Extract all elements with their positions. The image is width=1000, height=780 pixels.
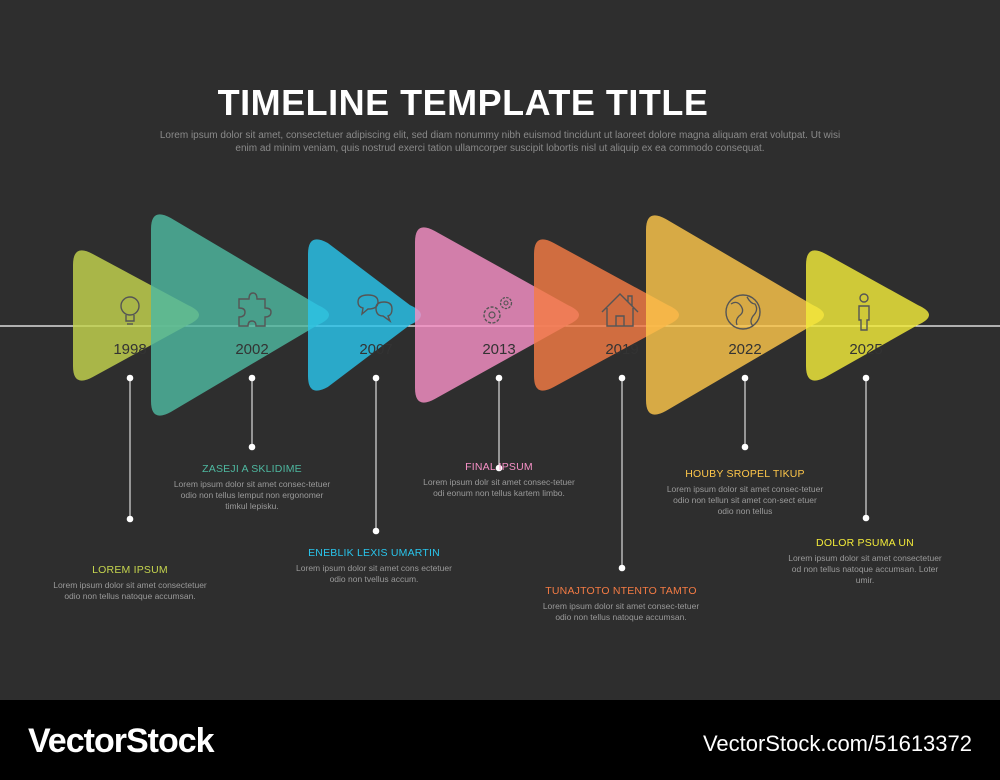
- connector-dot: [741, 374, 749, 382]
- timeline-arrow-2013: [415, 227, 579, 403]
- event-text-block: TUNAJTOTO NTENTO TAMTO Lorem ipsum dolor …: [541, 585, 701, 623]
- stock-id: VectorStock.com/51613372: [702, 731, 972, 756]
- event-description: Lorem ipsum dolor sit amet cons ectetuer…: [296, 563, 452, 584]
- event-text-block: LOREM IPSUM Lorem ipsum dolor sit amet co…: [50, 564, 210, 602]
- connector-dot: [495, 464, 503, 472]
- event-description: Lorem ipsum dolor sit amet consec-tetuer…: [173, 479, 331, 511]
- year-label: 2007: [359, 341, 392, 358]
- timeline-arrow-1998: [73, 250, 199, 381]
- event-text-block: HOUBY SROPEL TIKUP Lorem ipsum dolor sit …: [665, 468, 825, 517]
- connector-dot: [248, 374, 256, 382]
- timeline-arrow-2002: [151, 214, 329, 416]
- watermark-footer: VectorStock VectorStock.com/51613372: [0, 700, 1000, 780]
- event-text-block: DOLOR PSUMA UN Lorem ipsum dolor sit amet…: [785, 537, 945, 586]
- puzzle-icon: [238, 292, 272, 327]
- event-title: ZASEJI A SKLIDIME: [202, 463, 302, 475]
- event-description: Lorem ipsum dolr sit amet consec-tetuer …: [423, 477, 575, 498]
- page-title: TIMELINE TEMPLATE TITLE: [217, 82, 709, 123]
- event-title: DOLOR PSUMA UN: [816, 537, 914, 549]
- year-label: 2002: [235, 341, 268, 358]
- brand-logo: VectorStock: [28, 722, 215, 760]
- event-text-block: ZASEJI A SKLIDIME Lorem ipsum dolor sit a…: [172, 463, 332, 512]
- event-text-block: ENEBLIK LEXIS UMARTIN Lorem ipsum dolor s…: [294, 547, 454, 585]
- year-label: 2022: [728, 341, 761, 358]
- connector-dot: [618, 374, 626, 382]
- chat-bubbles-icon: [357, 294, 393, 323]
- event-text-block: FINAL IPSUM Lorem ipsum dolr sit amet con…: [419, 461, 579, 499]
- event-title: HOUBY SROPEL TIKUP: [685, 468, 805, 480]
- globe-icon: [725, 294, 761, 330]
- connector-dot: [126, 515, 134, 523]
- connector-dot: [741, 443, 749, 451]
- event-description: Lorem ipsum dolor sit amet consec-tetuer…: [542, 601, 700, 622]
- timeline-arrow-2025: [806, 250, 929, 381]
- year-label: 2019: [605, 341, 638, 358]
- timeline-infographic: TIMELINE TEMPLATE TITLE Lorem ipsum dolo…: [0, 82, 1000, 623]
- event-title: LOREM IPSUM: [92, 564, 168, 576]
- event-description: Lorem ipsum dolor sit amet consectetuer …: [788, 553, 942, 585]
- connector-dot: [862, 514, 870, 522]
- event-title: ENEBLIK LEXIS UMARTIN: [308, 547, 440, 559]
- event-title: FINAL IPSUM: [465, 461, 533, 473]
- connector-dot: [372, 374, 380, 382]
- event-description: Lorem ipsum dolor sit amet consectetuer …: [53, 580, 207, 601]
- connector-dot: [495, 374, 503, 382]
- year-label: 2013: [482, 341, 515, 358]
- house-icon: [601, 293, 639, 327]
- connector-dot: [248, 443, 256, 451]
- year-label: 2025: [849, 341, 882, 358]
- timeline-arrow-2022: [646, 215, 824, 415]
- connector-dot: [372, 527, 380, 535]
- connector-dot: [126, 374, 134, 382]
- page-subtitle: Lorem ipsum dolor sit amet, consectetuer…: [159, 130, 841, 154]
- timeline-arrow-2007: [308, 239, 421, 391]
- lightbulb-icon: [120, 296, 140, 325]
- gears-icon: [483, 296, 513, 324]
- event-title: TUNAJTOTO NTENTO TAMTO: [545, 585, 697, 597]
- connector-dot: [618, 564, 626, 572]
- year-label: 1998: [113, 341, 146, 358]
- person-icon: [858, 293, 870, 331]
- connector-dot: [862, 374, 870, 382]
- event-description: Lorem ipsum dolor sit amet consec-tetuer…: [666, 484, 824, 516]
- timeline-diagram: 1998 2002 2007 2013 2019 2022 2025: [0, 214, 1000, 572]
